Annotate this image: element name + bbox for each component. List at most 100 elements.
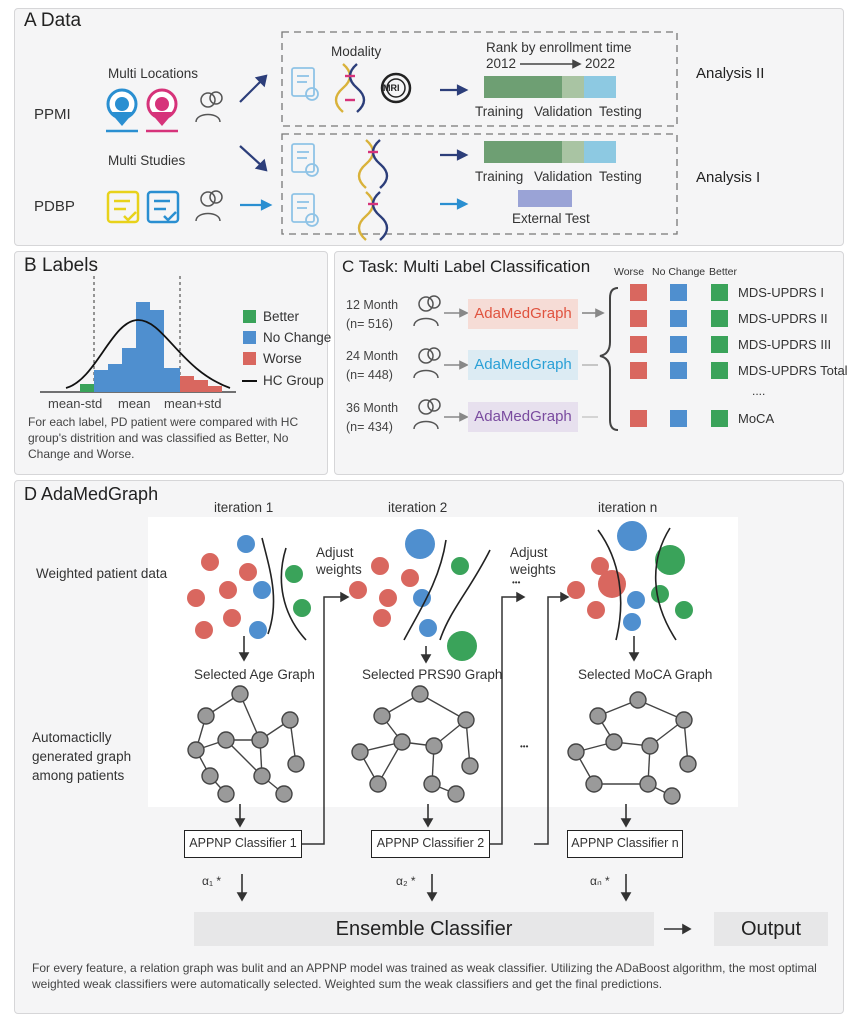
- sq-nc-3: [670, 336, 687, 353]
- label-ellipsis: ....: [752, 384, 766, 398]
- arrow-ppmi-up: [239, 74, 268, 103]
- hist-bar-nc-4: [136, 302, 150, 392]
- panel-c-title: C Task: Multi Label Classification: [342, 257, 591, 276]
- sq-better-4: [711, 362, 728, 379]
- panel-a: [14, 8, 844, 246]
- sq-worse-3: [630, 336, 647, 353]
- adamedgraph-36m: AdaMedGraph: [468, 402, 578, 432]
- hist-bar-worse-3: [208, 386, 222, 392]
- patient-icon: [195, 91, 223, 123]
- output-box: Output: [714, 912, 828, 946]
- iter2-dots: [349, 529, 477, 661]
- adjust-weights-2: Adjust weights: [510, 545, 556, 577]
- arrow-to-bar-2: [440, 149, 469, 161]
- arrow-pdbp-right: [240, 199, 273, 211]
- patient-icon-12m: [413, 295, 441, 327]
- ppmi-label: PPMI: [34, 106, 71, 123]
- adamedgraph-12m: AdaMedGraph: [468, 299, 578, 329]
- graph-2: [351, 685, 479, 803]
- selected-prs90-graph: Selected PRS90 Graph: [362, 667, 503, 682]
- bar1-testing: [584, 76, 616, 98]
- sq-worse-6: [630, 410, 647, 427]
- weighted-patient-data: Weighted patient data: [36, 566, 168, 581]
- hist-bar-better: [80, 384, 94, 392]
- axis-mean: mean: [118, 396, 151, 411]
- panel-c: [334, 251, 844, 475]
- header-better: Better: [709, 266, 738, 278]
- hist-bar-nc-5: [150, 310, 164, 392]
- row-36-n: (n= 434): [346, 420, 393, 434]
- study-form-yellow-icon: [106, 190, 140, 224]
- legend-worse: Worse: [263, 351, 302, 366]
- iteration-n: iteration n: [598, 500, 658, 515]
- legend-better-swatch: [243, 310, 256, 323]
- panel-b-caption: For each label, PD patient were compared…: [28, 415, 299, 461]
- alpha-n: αₙ *: [590, 874, 610, 888]
- label-mds-updrs-2: MDS-UPDRS II: [738, 311, 828, 326]
- iteration-1: iteration 1: [214, 500, 274, 515]
- sq-better-1: [711, 284, 728, 301]
- panel-b-title: B Labels: [24, 255, 98, 276]
- label-mds-updrs-1: MDS-UPDRS I: [738, 285, 824, 300]
- analysis2-label: Analysis II: [696, 65, 765, 82]
- legend-hc-line: [242, 380, 257, 382]
- enrollment-arrow: [520, 59, 582, 69]
- modality-label: Modality: [331, 44, 382, 59]
- clinical-doc-icon: [291, 67, 319, 101]
- analysis2-dashed-box: [281, 31, 678, 127]
- patient-icon-24m: [413, 347, 441, 379]
- row2-training: Training: [475, 169, 524, 184]
- sq-worse-1: [630, 284, 647, 301]
- sq-nc-6: [670, 410, 687, 427]
- sq-worse-2: [630, 310, 647, 327]
- selected-age-graph: Selected Age Graph: [194, 667, 315, 682]
- sq-better-6: [711, 410, 728, 427]
- hist-bar-nc-2: [108, 364, 122, 392]
- legend-no-change: No Change: [263, 330, 332, 345]
- patient-icon-2: [195, 190, 223, 222]
- arrow-to-bar-1: [440, 84, 469, 96]
- itern-dots: [567, 521, 693, 631]
- graph-1: [187, 685, 305, 803]
- mri-icon: [380, 72, 412, 104]
- legend-nochange-swatch: [243, 331, 256, 344]
- patient-icon-36m: [413, 398, 441, 430]
- mri-label: MRI: [383, 83, 400, 93]
- dna-icon: [334, 63, 366, 113]
- hist-bar-nc-3: [122, 348, 136, 392]
- dots-1: •••: [512, 578, 521, 587]
- sq-nc-4: [670, 362, 687, 379]
- bar2-training: [484, 141, 562, 163]
- dna-icon-3: [357, 191, 389, 241]
- study-form-blue-icon: [146, 190, 180, 224]
- adjust-weights-1: Adjust weights: [316, 545, 362, 577]
- arrow-to-bar-3: [440, 198, 469, 210]
- row-24-month: 24 Month: [346, 349, 399, 363]
- row-24-n: (n= 448): [346, 368, 393, 382]
- analysis1-label: Analysis I: [696, 169, 761, 186]
- appnp-classifier-n: APPNP Classifier n: [567, 830, 683, 858]
- panel-d-title: D AdaMedGraph: [24, 484, 159, 504]
- hist-bar-nc-6: [164, 368, 180, 392]
- panel-a-title: A Data: [24, 10, 82, 31]
- analysis1-dashed-box: [281, 133, 678, 235]
- panel-b: [14, 251, 328, 475]
- row2-validation: Validation: [534, 169, 593, 184]
- axis-mean-std: mean-std: [48, 396, 103, 411]
- sq-better-2: [711, 310, 728, 327]
- arrow-ppmi-down: [239, 145, 268, 172]
- clinical-doc-icon-3: [291, 193, 319, 227]
- bar2-validation: [562, 141, 584, 163]
- legend-better: Better: [263, 309, 300, 324]
- sq-better-3: [711, 336, 728, 353]
- header-worse: Worse: [614, 266, 645, 278]
- ensemble-classifier: Ensemble Classifier: [194, 912, 654, 946]
- dna-icon-2: [357, 139, 389, 189]
- bar2-testing: [584, 141, 616, 163]
- clinical-doc-icon-2: [291, 143, 319, 177]
- hist-bar-nc-1: [94, 370, 108, 392]
- sq-nc-1: [670, 284, 687, 301]
- bar-external-test: [518, 190, 572, 207]
